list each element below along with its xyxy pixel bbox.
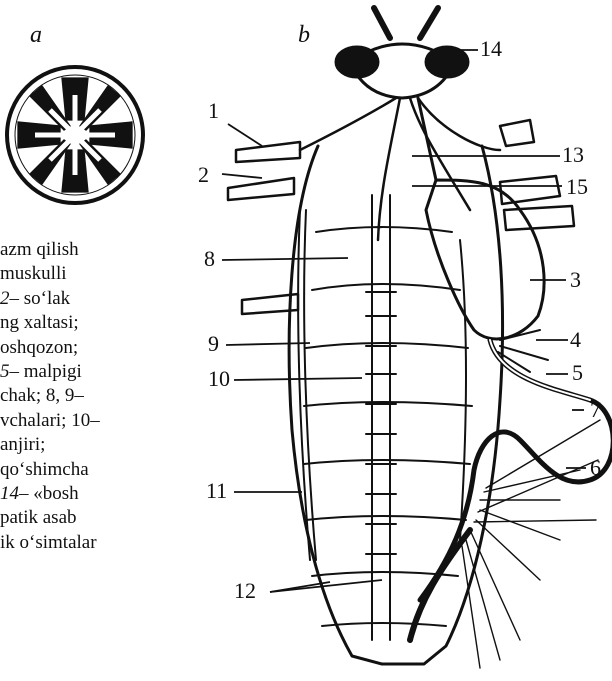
crop-sac [426, 180, 544, 339]
label-4: 4 [570, 329, 581, 351]
label-15: 15 [566, 176, 588, 198]
label-7: 7 [590, 399, 601, 421]
label-9: 9 [208, 333, 219, 355]
label-8: 8 [204, 248, 215, 270]
head-trachea [300, 98, 500, 240]
antenna-left [374, 8, 390, 38]
label-3: 3 [570, 269, 581, 291]
malpighian-tubules [462, 420, 600, 668]
label-6: 6 [590, 457, 601, 479]
label-2: 2 [198, 164, 209, 186]
antenna-right [420, 8, 438, 38]
nerve-chain [366, 195, 396, 640]
label-12: 12 [234, 580, 256, 602]
label-14: 14 [480, 38, 502, 60]
label-11: 11 [206, 480, 227, 502]
label-10: 10 [208, 368, 230, 390]
label-5: 5 [572, 362, 583, 384]
label-1: 1 [208, 100, 219, 122]
compound-eye-left [335, 46, 379, 78]
label-13: 13 [562, 144, 584, 166]
